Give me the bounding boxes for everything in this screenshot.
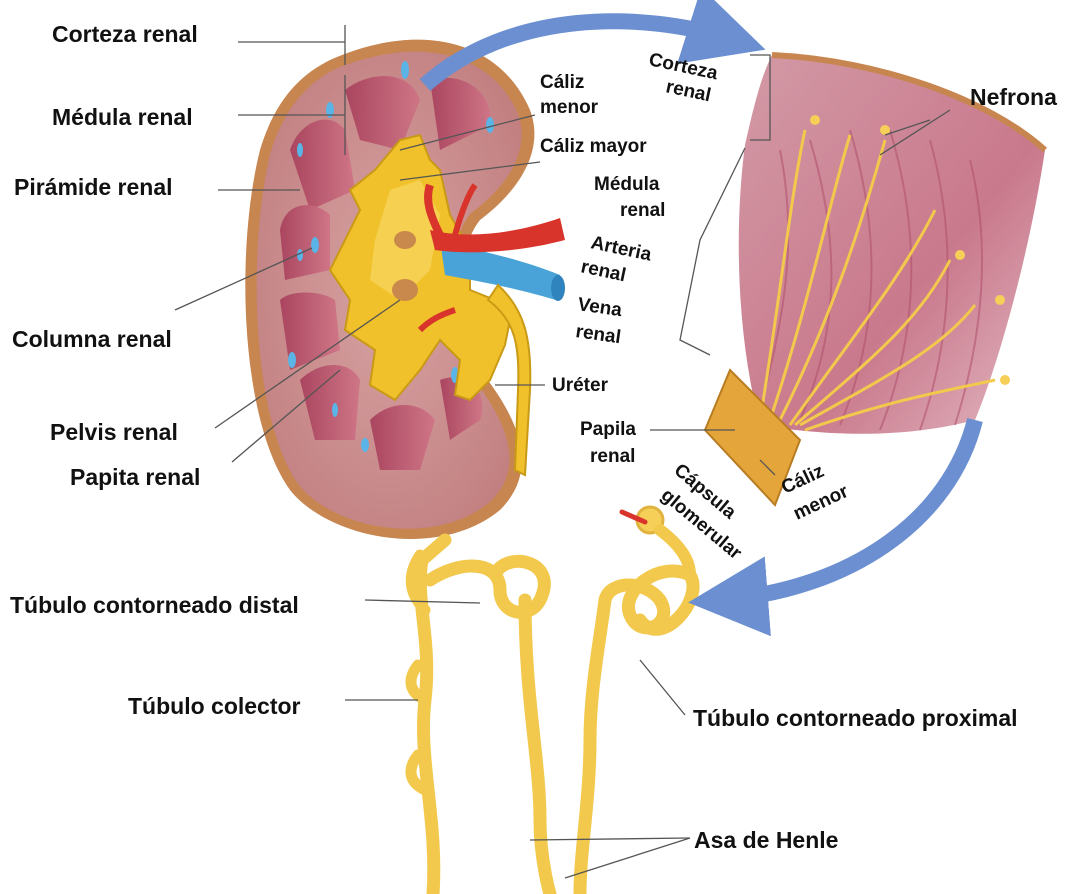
label-caliz-mayor: Cáliz mayor — [540, 136, 647, 157]
papilla-bump-2 — [392, 279, 418, 301]
label-tubulo-proximal: Túbulo contorneado proximal — [693, 705, 1018, 731]
label-medula-renal: Médula renal — [52, 104, 193, 130]
label-papita-renal: Papita renal — [70, 464, 200, 490]
label-ureter: Uréter — [552, 375, 609, 396]
loop-of-henle — [525, 600, 605, 894]
label-papila-2: renal — [590, 446, 635, 467]
label-tubulo-distal: Túbulo contorneado distal — [10, 592, 299, 618]
label-nefrona: Nefrona — [970, 84, 1057, 110]
papilla-bump — [394, 231, 416, 249]
label-zoom-medula-1: Médula — [594, 174, 660, 195]
label-vena-2: renal — [574, 321, 622, 348]
label-columna-renal: Columna renal — [12, 326, 172, 352]
label-pelvis-renal: Pelvis renal — [50, 419, 178, 445]
label-asa-henle: Asa de Henle — [694, 827, 838, 853]
label-caliz-menor-1: Cáliz — [540, 72, 584, 93]
label-caliz-menor-2: menor — [540, 97, 599, 118]
renal-vein-end — [551, 275, 565, 301]
collecting-tubule — [420, 540, 445, 894]
proximal-tubule — [605, 571, 693, 629]
label-vena-1: Vena — [576, 294, 623, 321]
label-zoom-medula-2: renal — [620, 200, 665, 221]
nephron — [411, 507, 693, 894]
label-papila-1: Papila — [580, 419, 636, 440]
label-tubulo-colector: Túbulo colector — [128, 693, 301, 719]
zoom-panel — [705, 55, 1045, 505]
label-piramide-renal: Pirámide renal — [14, 174, 173, 200]
label-arteria-2: renal — [579, 256, 628, 286]
label-corteza-renal: Corteza renal — [52, 21, 198, 47]
